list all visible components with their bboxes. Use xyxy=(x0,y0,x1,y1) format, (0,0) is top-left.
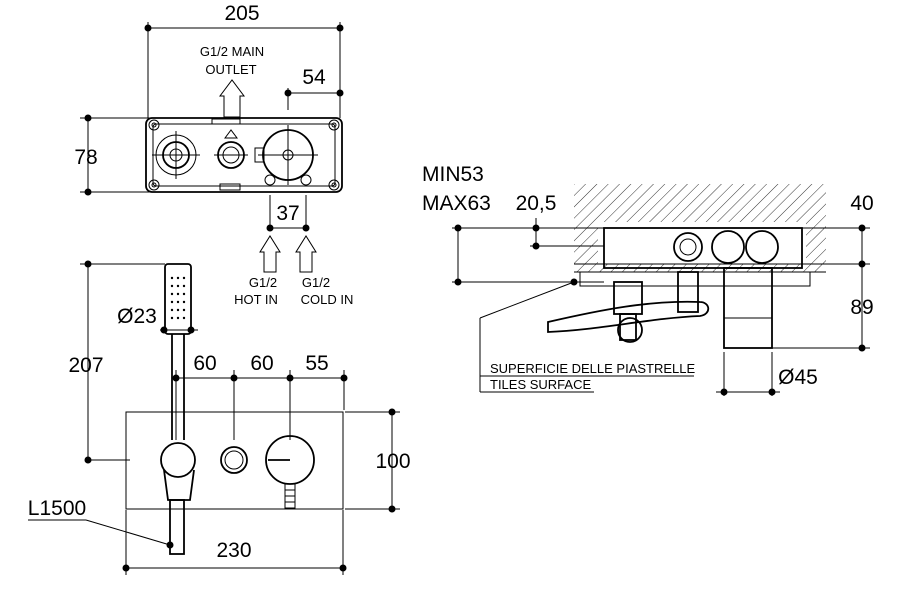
cold-in-label-2: COLD IN xyxy=(301,292,354,307)
diameter-label: Ø45 xyxy=(778,366,818,389)
inlet-spacing-label: 37 xyxy=(276,202,299,225)
plate-height-label: 100 xyxy=(375,450,410,473)
side-view: MIN53 MAX63 20,5 40 xyxy=(422,163,874,396)
hot-in-label-1: G1/2 xyxy=(249,275,277,290)
hot-in-label-2: HOT IN xyxy=(234,292,278,307)
depth-min-label: MIN53 xyxy=(422,163,484,186)
spacing-2-label: 60 xyxy=(250,352,273,375)
front-view: 207 Ø23 60 60 55 xyxy=(28,260,411,575)
main-outlet-label-1: G1/2 MAIN xyxy=(200,44,264,59)
top-width-label: 205 xyxy=(224,2,259,25)
handshower-diameter-label: Ø23 xyxy=(117,305,157,328)
offset-label: 20,5 xyxy=(516,192,557,215)
projection-label: 89 xyxy=(850,296,873,319)
spacing-1-label: 60 xyxy=(193,352,216,375)
surface-label-en: TILES SURFACE xyxy=(490,377,591,392)
shower-height-label: 207 xyxy=(68,354,103,377)
main-outlet-label-2: OUTLET xyxy=(205,62,256,77)
top-height-label: 78 xyxy=(74,146,97,169)
plate-width-label: 230 xyxy=(216,539,251,562)
hose-length-label: L1500 xyxy=(28,497,86,520)
surface-label-it: SUPERFICIE DELLE PIASTRELLE xyxy=(490,361,696,376)
outlet-offset-label: 54 xyxy=(302,66,326,89)
spacing-3-label: 55 xyxy=(305,352,328,375)
top-view: 205 54 78 xyxy=(74,2,353,307)
depth-max-label: MAX63 xyxy=(422,192,491,215)
cold-in-label-1: G1/2 xyxy=(302,275,330,290)
right-depth-label: 40 xyxy=(850,192,873,215)
